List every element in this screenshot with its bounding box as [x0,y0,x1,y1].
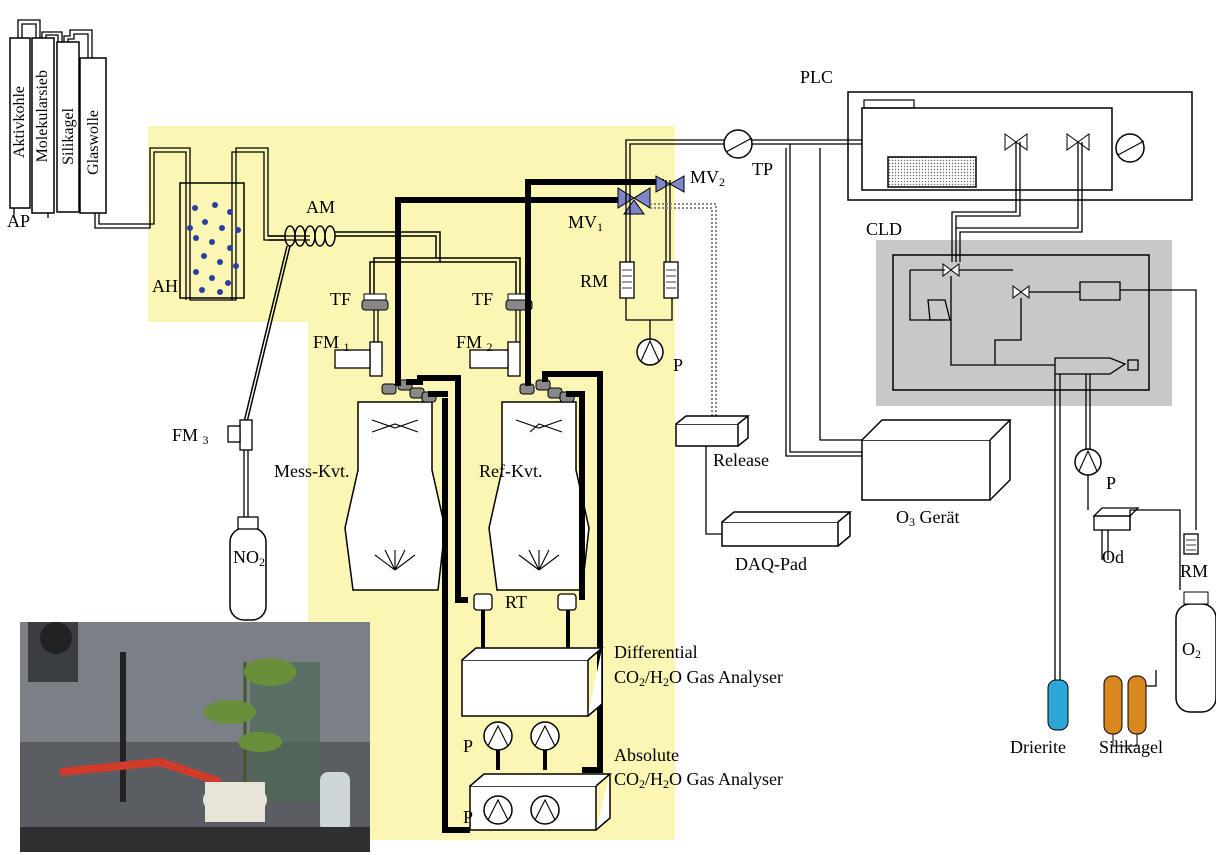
tf1-label: TF [330,290,351,308]
differential-label: Differential [614,643,698,661]
o2-label: O2 [1182,640,1201,660]
o3-label: O3 Gerät [896,508,959,528]
absolute-label: Absolute [614,746,679,764]
drierite-label: Drierite [1010,738,1066,756]
od-label: Od [1102,548,1124,566]
pump3-label: P [463,737,473,755]
glaswolle-label: Glaswolle [85,110,103,175]
tp-label: TP [752,160,773,178]
molekularsieb-label: Molekularsieb [34,70,52,162]
fm2-label: FM 2 [456,333,493,353]
plc-controller [888,157,976,187]
aktivkohle-label: Aktivkohle [11,86,29,158]
cld-label: CLD [866,220,902,238]
plc-label: PLC [800,68,833,86]
rt-label: RT [505,593,527,611]
daq-pad-label: DAQ-Pad [735,555,807,573]
no2-label: NO2 [233,548,265,568]
silikagel-column-label: Silikagel [60,108,78,165]
ref-kvt-label: Ref-Kvt. [479,462,542,480]
absolute-analyser-label: CO2/H2O Gas Analyser [614,770,783,790]
fm3-label: FM 3 [172,426,209,446]
fm1-label: FM 1 [313,333,350,353]
rm1-label: RM [580,272,608,290]
no2-cylinder [230,528,266,620]
ap-label: AP [7,212,30,230]
pump2-label: P [1106,474,1116,492]
apparatus-photo [20,622,370,852]
tf2-label: TF [472,290,493,308]
release-label: Release [713,451,769,469]
mv2-label: MV2 [690,168,725,188]
silikagel-bottle-1 [1104,676,1122,734]
pump1-label: P [673,356,683,374]
mess-kvt-label: Mess-Kvt. [274,462,350,480]
cld-box [876,240,1172,406]
drierite-bottle [1048,680,1068,730]
rm2-label: RM [1180,562,1208,580]
silikagel-label: Silikagel [1099,738,1163,756]
am-label: AM [306,198,335,216]
mv1-label: MV1 [568,213,603,233]
pump4-label: P [463,808,473,826]
differential-analyser-label: CO2/H2O Gas Analyser [614,668,783,688]
ah-label: AH [152,277,178,295]
silikagel-bottle-2 [1128,676,1146,734]
